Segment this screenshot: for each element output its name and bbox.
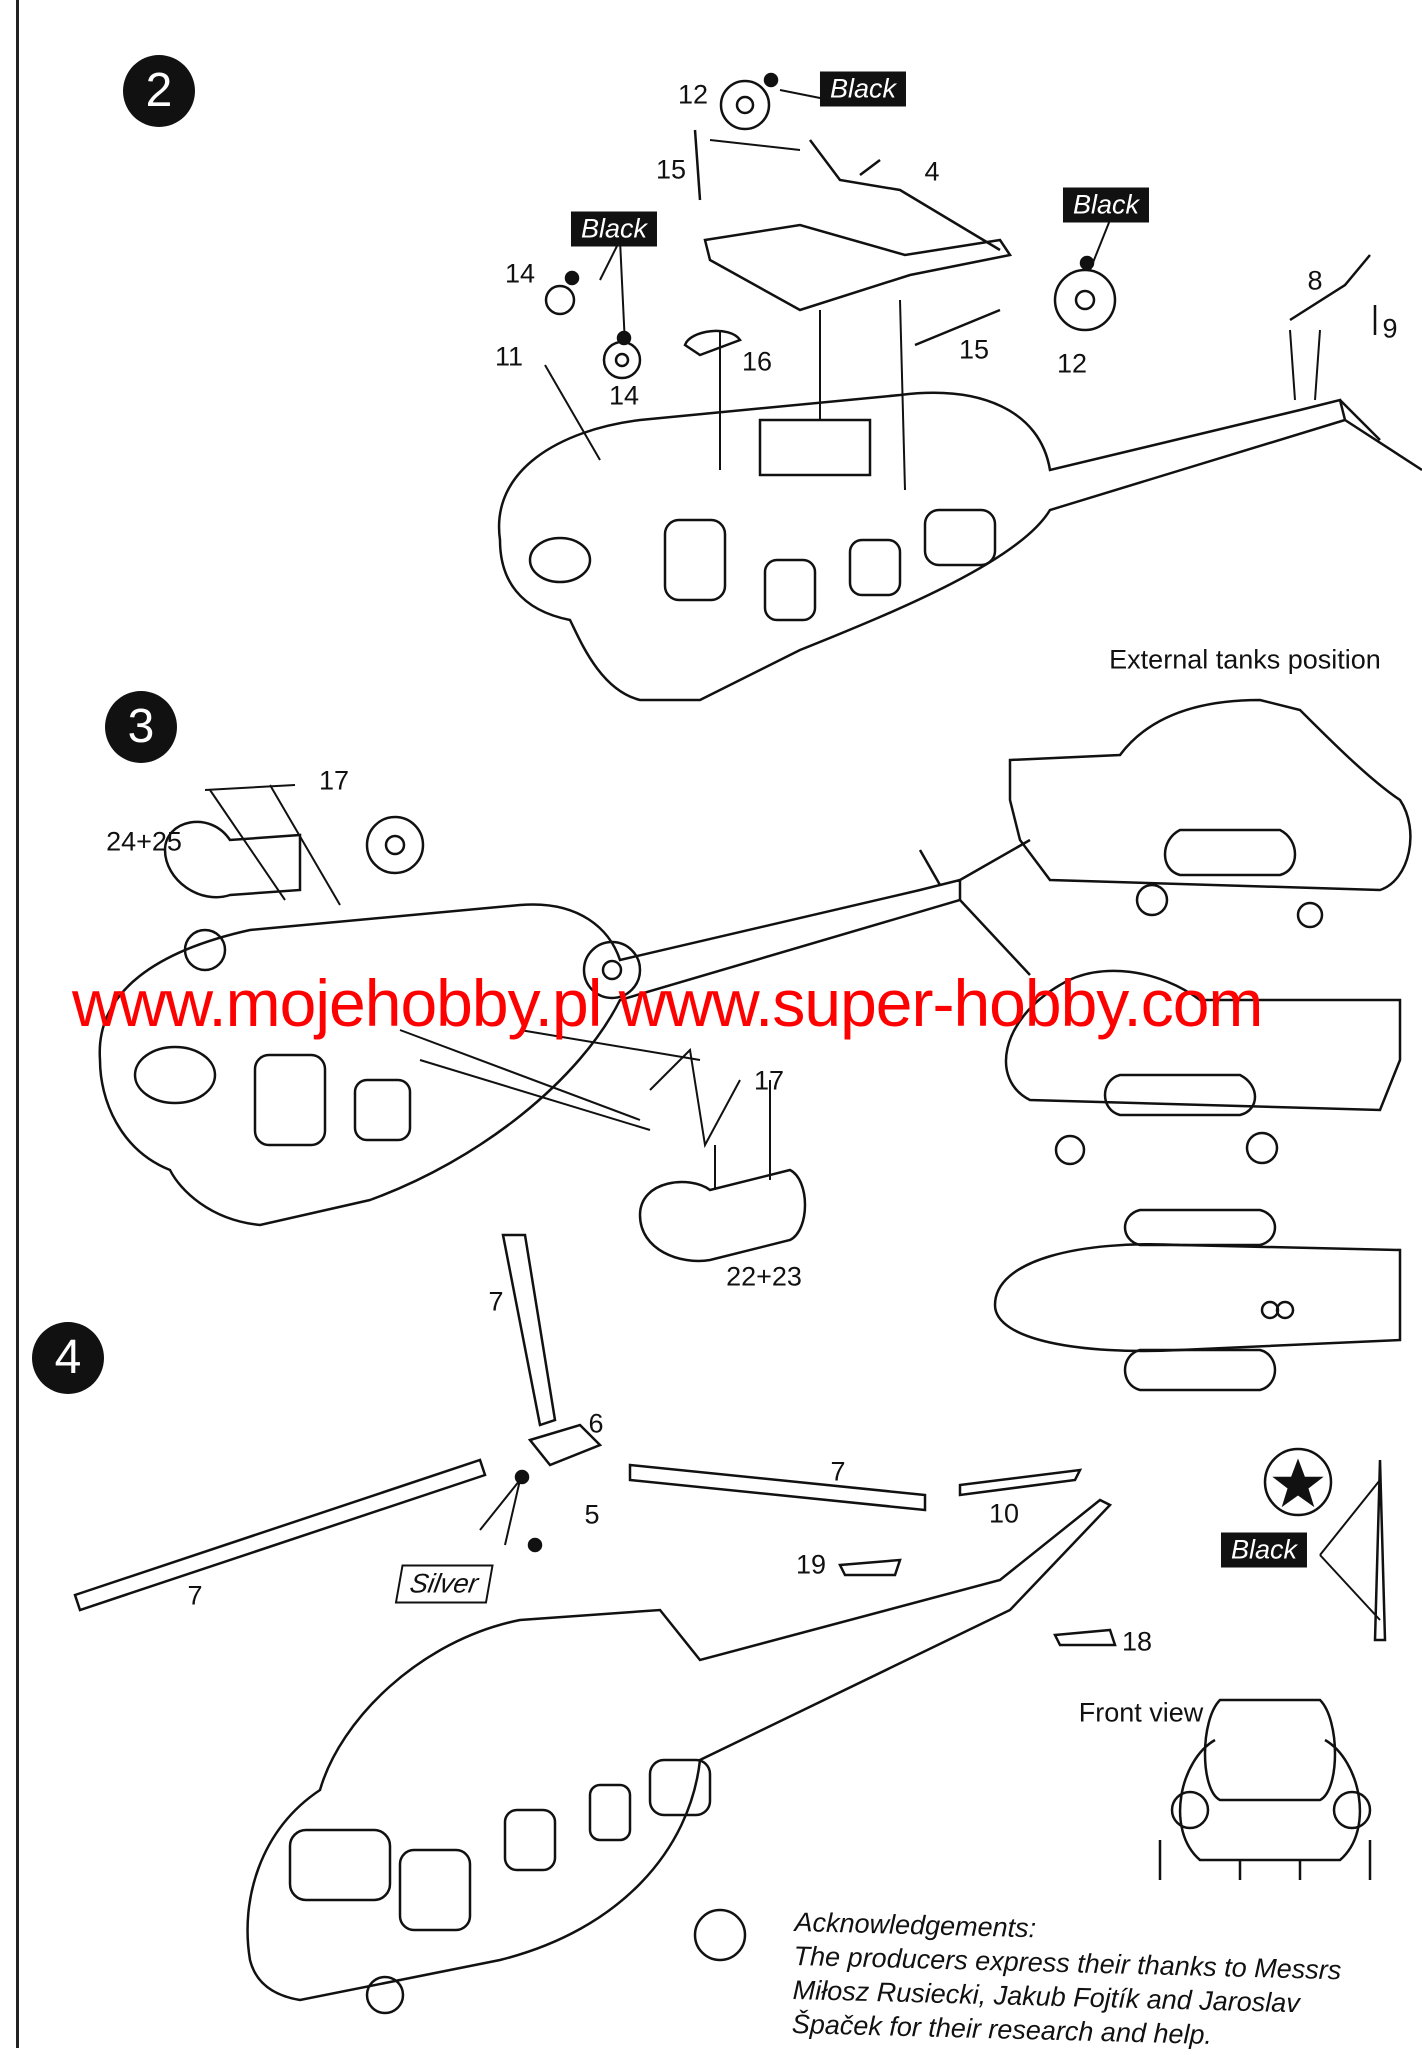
paint-callout-silver: Silver (394, 1564, 494, 1604)
part-number: 9 (1382, 313, 1398, 344)
paint-callout-black: Black (819, 71, 907, 107)
step4-helicopter-drawing (73, 1233, 1387, 2015)
step-number-2: 2 (123, 55, 195, 127)
paint-callout-black: Black (570, 211, 658, 247)
part-number: 14 (504, 258, 536, 289)
part-number: 6 (588, 1408, 604, 1439)
part-number: 7 (187, 1580, 203, 1611)
part-number: 15 (958, 334, 990, 365)
watermark: www.mojehobby.pl www.super-hobby.com (72, 966, 1263, 1040)
part-number: 17 (318, 765, 350, 796)
paint-callout-black: Black (1220, 1532, 1308, 1568)
external-tanks-drawings (993, 698, 1412, 1392)
part-number: 8 (1307, 265, 1323, 296)
paint-callout-black: Black (1062, 187, 1150, 223)
part-number: 4 (924, 156, 940, 187)
step3-helicopter-drawing (98, 784, 1031, 1263)
page-edge (16, 0, 19, 2048)
part-number: 22+23 (726, 1261, 802, 1292)
part-number: 10 (988, 1498, 1020, 1529)
part-number: 7 (830, 1456, 846, 1487)
acknowledgements: Acknowledgements: The producers express … (791, 1905, 1342, 2055)
step-number-3: 3 (105, 691, 177, 763)
step2-helicopter-drawing (497, 72, 1422, 702)
external-tanks-caption: External tanks position (1109, 644, 1381, 675)
step-number-4: 4 (32, 1322, 104, 1394)
part-number: 11 (494, 341, 524, 372)
part-number: 17 (753, 1065, 785, 1096)
part-number: 5 (584, 1499, 600, 1530)
part-number: 12 (677, 79, 709, 110)
part-number: 24+25 (106, 826, 182, 857)
front-view-caption: Front view (1078, 1697, 1204, 1728)
part-number: 15 (655, 154, 687, 185)
part-number: 16 (741, 346, 773, 377)
part-number: 12 (1056, 348, 1088, 379)
part-number: 18 (1121, 1626, 1153, 1657)
part-number: 7 (488, 1286, 504, 1317)
part-number: 19 (795, 1549, 827, 1580)
part-number: 14 (608, 380, 640, 411)
